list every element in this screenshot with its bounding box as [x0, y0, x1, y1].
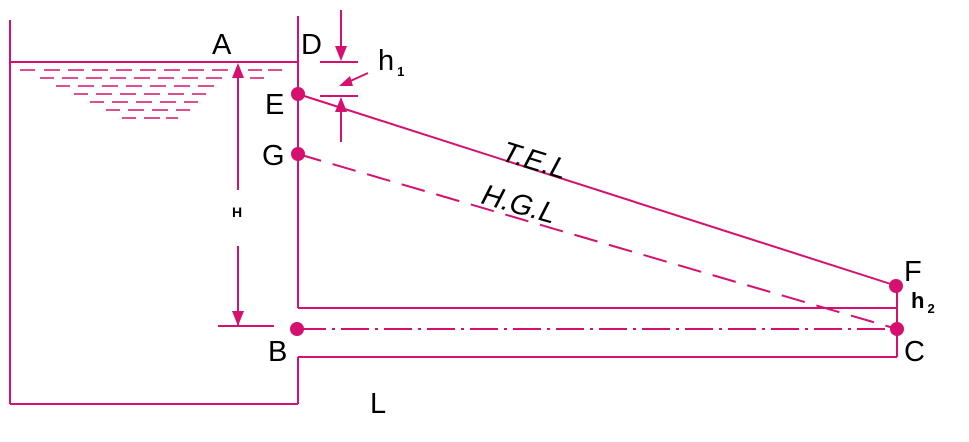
label-g: G [262, 140, 285, 172]
label-d: D [301, 29, 322, 61]
tel-line [297, 93, 898, 287]
label-h: H [232, 204, 242, 220]
point-b [290, 322, 304, 336]
point-g [291, 147, 305, 161]
label-b: B [268, 336, 287, 368]
label-hgl: H.G.L [478, 179, 560, 231]
water-ripples [20, 69, 282, 119]
label-tel: T.E.L [498, 136, 571, 186]
label-c: C [904, 336, 925, 368]
hgl-line [297, 153, 898, 330]
h1-arrow-up-head [335, 97, 347, 112]
label-a: A [212, 29, 232, 61]
h-arrow-up-head [232, 63, 244, 78]
h1-leader-head [339, 76, 353, 86]
h1-arrow-down-head [335, 46, 347, 61]
point-c [890, 322, 904, 336]
point-f [889, 279, 903, 293]
label-e: E [265, 89, 284, 121]
label-l: L [370, 388, 386, 420]
point-e [291, 87, 305, 101]
h-arrow-down-head [232, 311, 244, 326]
label-f: F [904, 256, 922, 288]
